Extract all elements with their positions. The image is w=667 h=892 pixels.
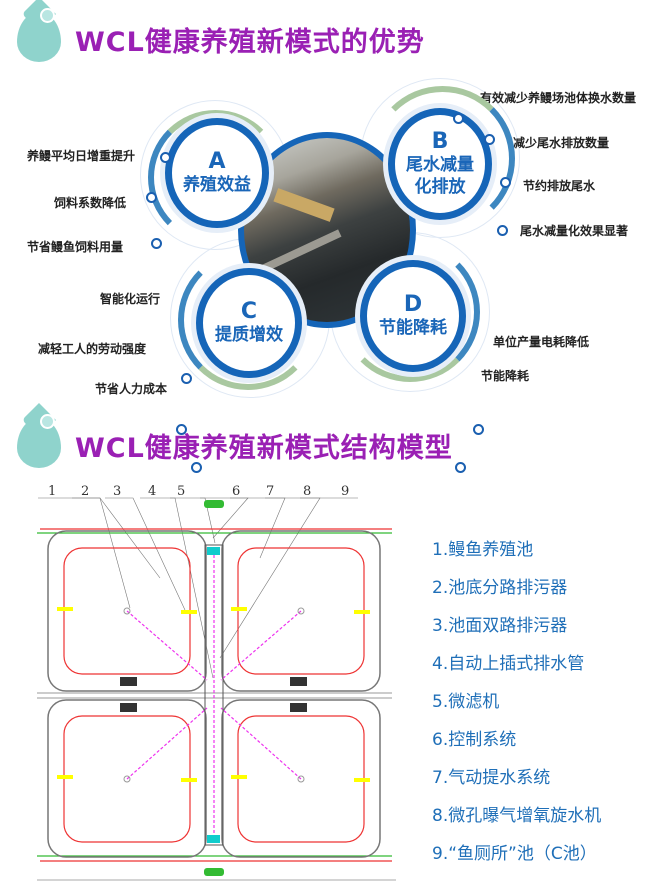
legend-item: 3.池面双路排污器 xyxy=(432,616,568,636)
point: 养鳗平均日增重提升 xyxy=(27,149,136,163)
legend-item: 5.微滤机 xyxy=(432,692,500,712)
point: 节能降耗 xyxy=(481,369,530,383)
point: 单位产量电耗降低 xyxy=(493,335,590,349)
advantage-name: 节能降耗 xyxy=(379,318,447,338)
advantage-letter: B xyxy=(431,129,449,154)
legend-item: 1.鳗鱼养殖池 xyxy=(432,540,534,560)
legend-item: 6.控制系统 xyxy=(432,730,517,750)
point: 有效减少养鳗场池体换水数量 xyxy=(480,91,637,105)
building-icon xyxy=(40,8,55,23)
section-title-structure: WCL健康养殖新模式结构模型 xyxy=(75,433,453,464)
point: 智能化运行 xyxy=(100,292,161,306)
advantage-name: 养殖效益 xyxy=(183,175,251,195)
advantage-b-circle: B 尾水减量 化排放 xyxy=(388,108,492,220)
structure-diagram: 1 2 3 4 5 6 7 8 9 xyxy=(37,484,396,881)
point: 节省人力成本 xyxy=(95,382,168,396)
point: 节省鳗鱼饲料用量 xyxy=(27,240,124,254)
callout-3: 3 xyxy=(113,484,121,499)
point: 尾水减量化效果显著 xyxy=(520,224,629,238)
advantage-a-circle: A 养殖效益 xyxy=(165,118,269,228)
callout-2: 2 xyxy=(81,484,89,499)
point: 节约排放尾水 xyxy=(523,179,596,193)
callout-5: 5 xyxy=(177,484,185,499)
advantage-letter: A xyxy=(208,149,226,174)
point: 减少尾水排放数量 xyxy=(513,136,610,150)
advantage-name: 化排放 xyxy=(414,177,466,197)
callout-4: 4 xyxy=(148,484,156,499)
callout-9: 9 xyxy=(341,484,349,499)
legend-item: 4.自动上插式排水管 xyxy=(432,654,585,674)
advantage-letter: C xyxy=(240,299,258,324)
advantage-c-circle: C 提质增效 xyxy=(196,268,302,378)
section-title-advantages: WCL健康养殖新模式的优势 xyxy=(75,27,425,58)
callout-6: 6 xyxy=(232,484,240,499)
callout-8: 8 xyxy=(303,484,311,499)
advantage-name: 尾水减量 xyxy=(406,155,474,175)
advantage-name: 提质增效 xyxy=(215,325,283,345)
point: 减轻工人的劳动强度 xyxy=(38,342,147,356)
building-icon xyxy=(40,414,55,429)
point: 饲料系数降低 xyxy=(54,196,127,210)
legend-item: 7.气动提水系统 xyxy=(432,768,551,788)
water-drop-icon xyxy=(17,12,61,62)
water-drop-icon xyxy=(17,418,61,468)
callout-7: 7 xyxy=(266,484,274,499)
advantage-letter: D xyxy=(403,292,423,317)
advantage-d-circle: D 节能降耗 xyxy=(360,260,466,372)
legend-item: 2.池底分路排污器 xyxy=(432,578,568,598)
legend-item: 8.微孔曝气增氧旋水机 xyxy=(432,806,602,826)
callout-1: 1 xyxy=(48,484,56,499)
legend-item: 9.“鱼厕所”池（C池） xyxy=(432,844,597,864)
